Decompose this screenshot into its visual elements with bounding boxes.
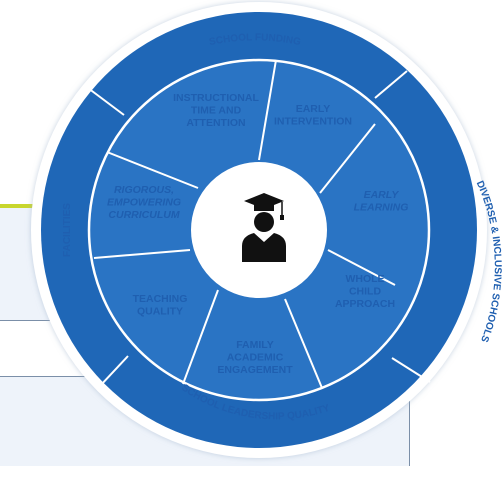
inner-label-line: ACADEMIC <box>227 352 284 364</box>
inner-label-line: QUALITY <box>137 306 183 318</box>
inner-label-line: TEACHING <box>133 293 188 305</box>
graduate-icon <box>242 193 286 262</box>
outer-ring-dividers <box>87 70 431 387</box>
outer-divider-bottom-left <box>99 355 129 387</box>
inner-label-line: FAMILY <box>236 339 274 351</box>
inner-label-line: APPROACH <box>335 298 395 310</box>
outer-divider-bottom-right <box>391 357 431 383</box>
inner-ring-dividers <box>93 59 396 389</box>
inner-label-line: EMPOWERING <box>107 197 181 209</box>
panel-edge-line <box>409 376 410 466</box>
inner-divider-6 <box>93 249 191 259</box>
inner-label-line: ATTENTION <box>186 117 245 129</box>
inner-label-line: EARLY <box>296 103 331 115</box>
inner-divider-3 <box>327 249 396 286</box>
outer-divider-top-right <box>374 70 408 99</box>
inner-label-line: INTERVENTION <box>274 116 352 128</box>
inner-divider-4 <box>284 298 323 389</box>
inner-label-line: CURRICULUM <box>108 209 179 221</box>
outer-label-top: SCHOOL FUNDING <box>208 32 302 48</box>
inner-label-line: EARLY <box>364 189 400 201</box>
inner-label-line: RIGOROUS, <box>114 184 174 196</box>
inner-divider-7 <box>106 151 199 189</box>
inner-label-line: TIME AND <box>191 105 242 117</box>
inner-label-line: ENGAGEMENT <box>217 364 293 376</box>
inner-divider-5 <box>182 289 219 385</box>
inner-label-line: LEARNING <box>354 202 409 214</box>
outer-label-top-text: SCHOOL FUNDING <box>208 32 302 48</box>
inner-divider-1 <box>258 59 277 161</box>
inner-label-line: CHILD <box>349 286 381 298</box>
outer-divider-top-left <box>87 87 125 116</box>
outer-label-left: FACILITIES <box>62 203 73 257</box>
inner-divider-2 <box>319 123 376 194</box>
inner-label-line: WHOLE <box>345 273 384 285</box>
inner-label-line: INSTRUCTIONAL <box>173 92 259 104</box>
